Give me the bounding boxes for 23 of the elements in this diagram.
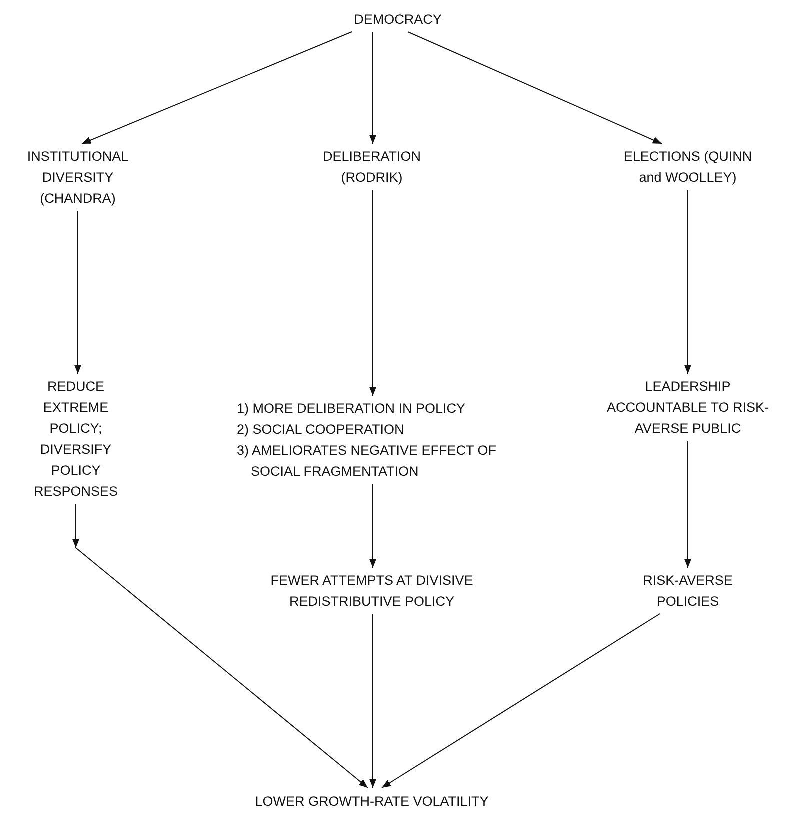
- node-label: LOWER GROWTH-RATE VOLATILITY: [254, 792, 490, 810]
- node-label: LEADERSHIP ACCOUNTABLE TO RISK-AVERSE PUBLIC: [606, 378, 770, 438]
- arrow: [74, 210, 82, 374]
- list-item: 1) MORE DELIBERATION IN POLICY: [237, 400, 467, 418]
- node-label: INSTITUTIONAL DIVERSITY (CHANDRA): [26, 148, 130, 208]
- node-label: FEWER ATTEMPTS AT DIVISIVE REDISTRIBUTIVE POLICY: [270, 572, 474, 611]
- arrow: [72, 504, 368, 788]
- arrow: [369, 190, 377, 396]
- arrow: [684, 440, 692, 568]
- arrow: [369, 614, 377, 788]
- node-label: DELIBERATION (RODRIK): [322, 148, 422, 187]
- arrow: [369, 32, 377, 144]
- arrow: [684, 190, 692, 374]
- arrow: [408, 32, 662, 144]
- node-label: REDUCE EXTREME POLICY; DIVERSIFY POLICY RESPONSES: [32, 378, 120, 501]
- arrow: [382, 614, 660, 788]
- list-item: 2) SOCIAL COOPERATION: [237, 421, 406, 439]
- list-item: 3) AMELIORATES NEGATIVE EFFECT OF SOCIAL FRAGMENTATION: [237, 442, 498, 481]
- node-label: ELECTIONS (QUINN and WOOLLEY): [622, 148, 754, 187]
- arrow: [82, 32, 352, 144]
- node-label: RISK-AVERSE POLICIES: [642, 572, 734, 611]
- arrow: [369, 484, 377, 568]
- node-label: DEMOCRACY: [353, 10, 443, 28]
